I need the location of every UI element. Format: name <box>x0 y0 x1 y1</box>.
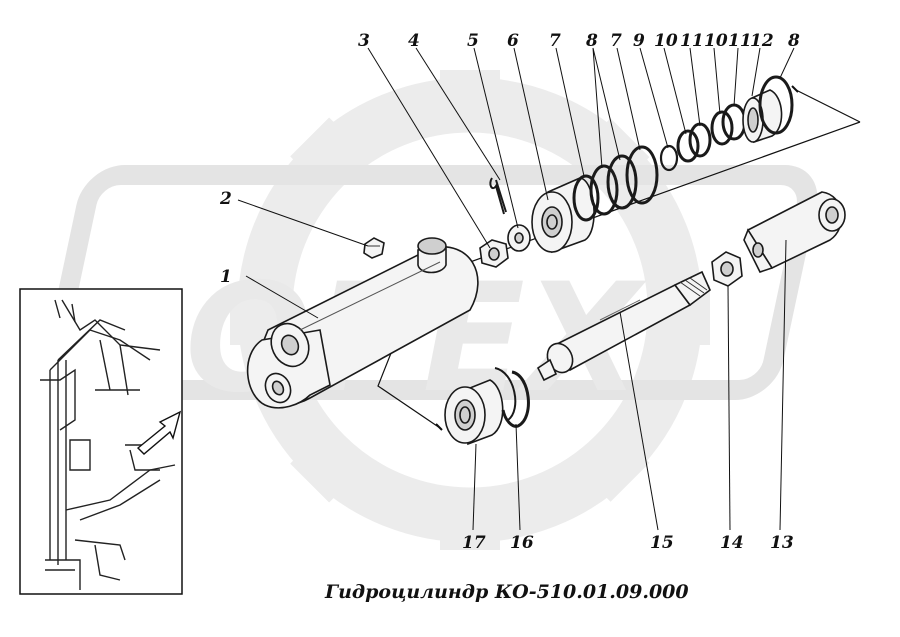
callout-10-second: 10 <box>704 31 728 51</box>
nut-large <box>711 251 743 287</box>
piston <box>531 177 595 254</box>
callout-17: 17 <box>462 533 486 553</box>
callout-6: 6 <box>507 31 519 51</box>
callout-13: 13 <box>770 533 794 553</box>
callout-11-first: 11 <box>680 31 704 51</box>
callout-3: 3 <box>358 31 370 51</box>
callout-16: 16 <box>510 533 534 553</box>
o-ring-small <box>659 144 679 172</box>
callout-5: 5 <box>467 31 479 51</box>
callout-8-first: 8 <box>585 31 598 51</box>
washer <box>507 224 531 252</box>
callout-8-second: 8 <box>787 31 800 51</box>
plug <box>363 237 385 259</box>
watermark-frame <box>42 165 818 400</box>
gland-seal-ring <box>758 75 794 135</box>
callout-7-first: 7 <box>549 31 561 51</box>
nut-small <box>479 239 509 268</box>
axis-tick-top <box>791 85 799 93</box>
callout-2: 2 <box>219 189 232 209</box>
rod-end-eye <box>743 191 846 273</box>
callout-1: 1 <box>220 267 232 287</box>
leader-lines <box>237 47 795 531</box>
callout-4: 4 <box>408 31 420 51</box>
axis-tick-bottom <box>435 423 443 431</box>
callout-10-first: 10 <box>654 31 678 51</box>
snap-ring <box>494 367 530 428</box>
cotter-pin <box>489 177 507 215</box>
callout-12: 12 <box>750 31 774 51</box>
assembly-axis-top-return <box>795 89 861 123</box>
piston-seals <box>572 145 659 222</box>
machine-inset <box>19 288 183 595</box>
callout-11-second: 11 <box>728 31 752 51</box>
callout-14: 14 <box>720 533 744 553</box>
callout-9: 9 <box>633 31 645 51</box>
gland-rings <box>676 103 747 163</box>
callout-15: 15 <box>650 533 674 553</box>
drawing-caption: Гидроцилиндр КО-510.01.09.000 <box>324 581 689 603</box>
cylinder-body <box>246 237 479 409</box>
callout-7-second: 7 <box>610 31 622 51</box>
callouts: 1 2 3 4 5 6 7 8 7 9 10 11 10 11 12 8 13 … <box>219 31 800 553</box>
inset-arrow <box>136 410 182 455</box>
